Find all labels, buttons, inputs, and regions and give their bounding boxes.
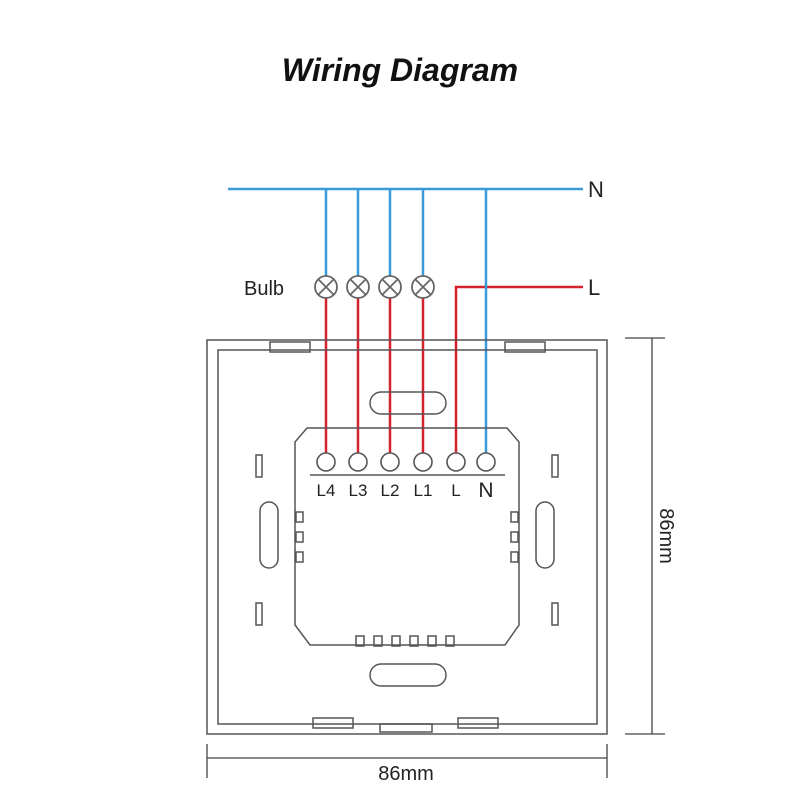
terminal-label: L2 [381, 481, 400, 500]
height-label: 86mm [655, 508, 677, 564]
neutral-label: N [588, 177, 604, 202]
bulb-icon [411, 275, 435, 299]
width-dimension [206, 744, 608, 778]
terminal-label: L [451, 481, 460, 500]
terminal-screw [413, 452, 433, 472]
live-label: L [588, 275, 600, 300]
bulb-icon [314, 275, 338, 299]
bulb-icon [378, 275, 402, 299]
bulb-icon [346, 275, 370, 299]
terminal-label: L4 [317, 481, 336, 500]
terminal-screw [446, 452, 466, 472]
terminal-screw [316, 452, 336, 472]
terminal-label: N [478, 479, 493, 502]
terminal-label: L1 [414, 481, 433, 500]
height-dimension [625, 337, 665, 735]
diagram-title: Wiring Diagram [281, 52, 519, 88]
terminal-screw [380, 452, 400, 472]
live-wire [454, 285, 583, 462]
terminal-block [294, 427, 520, 647]
terminal-label: L3 [349, 481, 368, 500]
switch-plate [206, 339, 608, 735]
terminal-screw [476, 452, 496, 472]
terminal-screw [348, 452, 368, 472]
bulb-label: Bulb [244, 278, 284, 300]
width-label: 86mm [378, 763, 434, 785]
